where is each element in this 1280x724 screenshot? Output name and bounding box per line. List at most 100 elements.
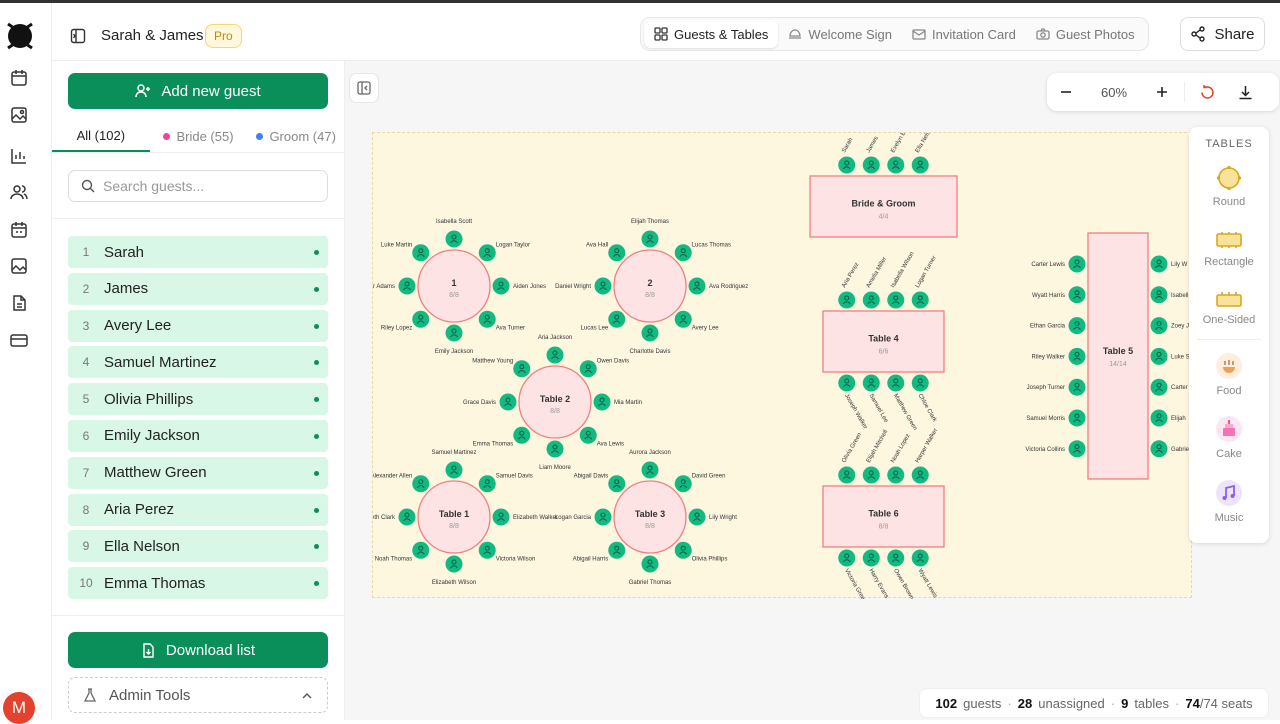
seat[interactable]: [641, 230, 659, 248]
seat[interactable]: [1150, 347, 1168, 365]
seat[interactable]: [499, 393, 517, 411]
seat[interactable]: [445, 555, 463, 573]
seat[interactable]: [1068, 378, 1086, 396]
seat[interactable]: [838, 374, 856, 392]
zoom-out-button[interactable]: [1047, 73, 1085, 111]
seat[interactable]: [579, 426, 597, 444]
seat[interactable]: [579, 360, 597, 378]
filter-all[interactable]: All (102): [52, 121, 150, 152]
seat[interactable]: [492, 277, 510, 295]
seat[interactable]: [594, 508, 612, 526]
seat[interactable]: [593, 393, 611, 411]
chart-icon[interactable]: [10, 147, 28, 165]
seat[interactable]: [1068, 317, 1086, 335]
toolbox-round[interactable]: Round: [1189, 165, 1269, 208]
seat[interactable]: [608, 475, 626, 493]
tab-guest-photos[interactable]: Guest Photos: [1026, 20, 1145, 48]
seat[interactable]: [445, 324, 463, 342]
seat[interactable]: [1068, 347, 1086, 365]
seat[interactable]: [862, 156, 880, 174]
document-icon[interactable]: [10, 294, 28, 312]
round-table[interactable]: [613, 480, 687, 554]
seat[interactable]: [674, 310, 692, 328]
seat[interactable]: [412, 244, 430, 262]
seat[interactable]: [887, 291, 905, 309]
seat[interactable]: [862, 291, 880, 309]
seat[interactable]: [492, 508, 510, 526]
seat[interactable]: [445, 461, 463, 479]
toolbox-one-sided[interactable]: One-Sided: [1189, 289, 1269, 326]
seat[interactable]: [445, 230, 463, 248]
card-icon[interactable]: [10, 331, 28, 349]
gallery-icon[interactable]: [10, 106, 28, 124]
seat[interactable]: [412, 310, 430, 328]
seat[interactable]: [1150, 286, 1168, 304]
seat[interactable]: [838, 549, 856, 567]
round-table[interactable]: [417, 480, 491, 554]
seat[interactable]: [641, 555, 659, 573]
seat[interactable]: [887, 549, 905, 567]
seat[interactable]: [546, 440, 564, 458]
tab-welcome-sign[interactable]: Welcome Sign: [778, 20, 902, 48]
seat[interactable]: [398, 277, 416, 295]
seat[interactable]: [887, 466, 905, 484]
schedule-icon[interactable]: [10, 221, 28, 239]
seat[interactable]: [688, 508, 706, 526]
seat[interactable]: [838, 466, 856, 484]
seat[interactable]: [1068, 255, 1086, 273]
seat[interactable]: [1150, 255, 1168, 273]
seat[interactable]: [674, 475, 692, 493]
seat[interactable]: [478, 541, 496, 559]
round-table[interactable]: [518, 365, 592, 439]
toolbox-music[interactable]: Music: [1189, 479, 1269, 524]
seat[interactable]: [608, 541, 626, 559]
seat[interactable]: [862, 549, 880, 567]
seat[interactable]: [911, 291, 929, 309]
seat[interactable]: [546, 346, 564, 364]
rectangle-table[interactable]: [1087, 232, 1149, 480]
seat[interactable]: [911, 466, 929, 484]
tab-guests-tables[interactable]: Guests & Tables: [644, 20, 779, 48]
sidebar-toggle-icon[interactable]: [70, 28, 86, 44]
seat[interactable]: [398, 508, 416, 526]
search-input[interactable]: [103, 178, 313, 194]
add-guest-button[interactable]: Add new guest: [68, 73, 328, 109]
seat[interactable]: [412, 541, 430, 559]
seat[interactable]: [1150, 378, 1168, 396]
photos-icon[interactable]: [10, 257, 28, 275]
collapse-panel-button[interactable]: [349, 73, 379, 103]
zoom-in-button[interactable]: [1143, 73, 1181, 111]
seat[interactable]: [1150, 409, 1168, 427]
rectangle-table[interactable]: [822, 485, 945, 548]
seat[interactable]: [911, 374, 929, 392]
seat[interactable]: [1150, 440, 1168, 458]
filter-bride[interactable]: Bride (55): [150, 121, 248, 152]
reset-button[interactable]: [1188, 73, 1226, 111]
seat[interactable]: [674, 541, 692, 559]
round-table[interactable]: [613, 249, 687, 323]
seat[interactable]: [478, 244, 496, 262]
seat[interactable]: [688, 277, 706, 295]
seat[interactable]: [412, 475, 430, 493]
seat[interactable]: [862, 466, 880, 484]
logo-icon[interactable]: [4, 19, 36, 53]
seat[interactable]: [838, 156, 856, 174]
users-icon[interactable]: [10, 183, 28, 201]
rectangle-table[interactable]: [822, 310, 945, 373]
seat[interactable]: [838, 291, 856, 309]
share-button[interactable]: Share: [1180, 17, 1265, 51]
seat[interactable]: [674, 244, 692, 262]
download-button[interactable]: [1226, 73, 1264, 111]
